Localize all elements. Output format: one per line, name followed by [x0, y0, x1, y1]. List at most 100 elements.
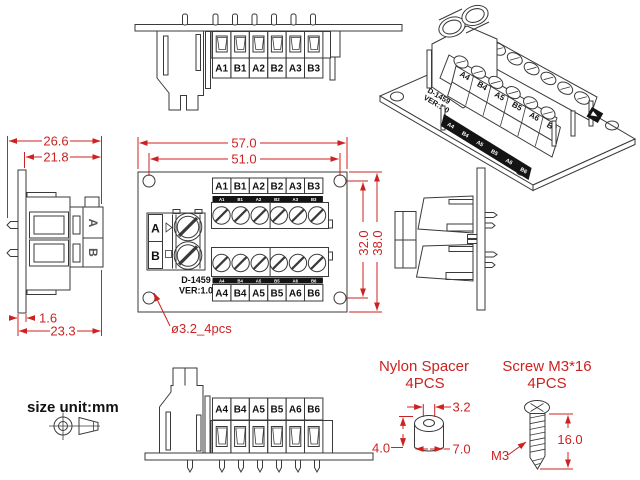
dim-hole-pitch-width: 51.0: [231, 152, 256, 167]
input-port-label-a: A: [86, 219, 100, 228]
view-bottom-side: A4 B4 A5 B5 A6 B6: [144, 367, 374, 474]
input-screw: [173, 241, 203, 270]
pin: [219, 459, 225, 474]
terminal-label: B6: [307, 405, 320, 416]
terminal-label: B4: [234, 289, 247, 300]
dim-spacer-inner-dia: 3.2: [453, 400, 471, 415]
iso-front-screws: [453, 55, 556, 120]
sticker-strip-row1: [212, 196, 323, 202]
iso-sticker-label: B6: [519, 167, 528, 176]
dim-body-depth: 21.8: [43, 150, 68, 165]
pin: [484, 251, 498, 258]
dim-board-height: 38.0: [370, 230, 385, 255]
terminal-labels-row1-top-view: A1 B1 A2 B2 A3 B3: [212, 57, 324, 79]
terminal-label: B3: [307, 182, 320, 193]
iso-sticker-strip: [441, 114, 532, 180]
screw-drawing: [524, 400, 550, 470]
terminal-label: A5: [252, 405, 265, 416]
terminal-label: B5: [271, 405, 284, 416]
terminal-label: B1: [234, 64, 247, 75]
iso-sticker-label: A6: [504, 158, 513, 167]
dim-board-width: 57.0: [231, 136, 256, 151]
sticker-label: B6: [311, 278, 317, 283]
terminal-label: A1: [215, 64, 228, 75]
input-connector-side: [156, 30, 204, 111]
terminal-labels-row2-bottom-view: A4 B4 A5 B5 A6 B6: [212, 397, 324, 421]
view-left-side: A B 26.6 21.8 1.6 23.3: [6, 134, 104, 339]
sticker-label: B5: [274, 278, 280, 283]
terminal-labels-row1: A1 B1 A2 B2 A3 B3: [212, 177, 324, 194]
polarity-symbol-b: [165, 250, 172, 258]
sticker-label: A4: [219, 278, 225, 283]
terminal-label: A5: [252, 289, 265, 300]
terminal-label: B1: [234, 182, 247, 193]
pin: [295, 459, 301, 474]
terminal-label: A4: [215, 405, 228, 416]
dim-screw-thread: M3: [491, 448, 509, 463]
terminal-label: B6: [307, 289, 320, 300]
dim-mount-hole-note: ø3.2_4pcs: [171, 321, 232, 336]
pcb-edge: [17, 169, 27, 314]
pin: [6, 249, 19, 257]
unit-note-text: size unit:mm: [27, 399, 119, 416]
dim-pcb-thickness: 1.6: [39, 311, 57, 326]
terminal-label: B3: [307, 64, 320, 75]
view-right-side: [394, 167, 498, 311]
spacer-title: Nylon Spacer: [379, 358, 469, 375]
pin: [484, 212, 498, 218]
terminal-label: B2: [271, 64, 284, 75]
pin: [257, 459, 263, 474]
iso-mount-hole: [390, 91, 404, 102]
input-block: A B: [146, 209, 206, 271]
input-label-a: A: [151, 222, 160, 236]
sticker-label: A3: [293, 197, 299, 202]
sticker-label: B1: [237, 197, 243, 202]
projection-symbol: [49, 412, 100, 440]
model-version: VER:1.0: [179, 286, 213, 296]
terminal-label: A6: [289, 405, 302, 416]
pin: [314, 459, 320, 474]
sticker-strip-row2: [212, 277, 323, 284]
pin: [6, 221, 19, 229]
input-label-b: B: [151, 249, 160, 263]
sticker-label: B4: [237, 278, 243, 283]
terminal-label: A3: [289, 64, 302, 75]
terminal-label: B4: [234, 405, 247, 416]
terminal-block-side: [417, 195, 474, 234]
dim-hole-pitch-height: 32.0: [356, 230, 371, 255]
terminal-label: A4: [215, 289, 228, 300]
sticker-label: A6: [293, 278, 299, 283]
dim-screw-length: 16.0: [557, 432, 582, 447]
terminal-label: B2: [271, 182, 284, 193]
dim-spacer-height: 4.0: [372, 441, 390, 456]
sticker-label: B2: [274, 197, 280, 202]
pcb-edge: [476, 167, 486, 311]
terminal-label: A1: [215, 182, 228, 193]
screws-row1: [212, 206, 327, 225]
hardware-screw: Screw M3*16 4PCS 16.0 M3: [491, 358, 592, 470]
iso-sticker-label: A5: [475, 140, 484, 149]
pin: [238, 459, 244, 474]
iso-corner-marker: [586, 107, 604, 124]
iso-sticker-label: B4: [460, 131, 470, 140]
input-port-label-b: B: [86, 248, 100, 257]
model-name: D-1459: [181, 275, 211, 285]
terminal-label: A6: [289, 289, 302, 300]
terminal-housings-row2: [212, 420, 324, 454]
sticker-label: B3: [311, 197, 317, 202]
hardware-spacer: Nylon Spacer 4PCS 3.2 7.0 4.0: [372, 358, 471, 457]
terminal-label: A3: [289, 182, 302, 193]
sticker-labels-row2: A4 B4 A5 B5 A6 B6: [219, 278, 317, 283]
iso-sticker-label: A4: [446, 122, 456, 131]
pin: [484, 222, 496, 229]
view-front: A1 B1 A2 B2 A3 B3 A1 B1 A2 B2 A3 B3 A4: [137, 136, 385, 336]
polarity-symbol-a: [165, 222, 173, 233]
terminal-block-side: [415, 243, 474, 282]
iso-sticker-labels: A4 B4 A5 B5 A6 B6: [446, 122, 528, 176]
terminal-label: A2: [252, 64, 265, 75]
size-unit-note: size unit:mm: [27, 399, 119, 440]
screw-title: Screw M3*16: [502, 358, 591, 375]
view-isometric: D-1459 VER:1.0 A4 B4 A5 B5 A6: [378, 4, 637, 192]
